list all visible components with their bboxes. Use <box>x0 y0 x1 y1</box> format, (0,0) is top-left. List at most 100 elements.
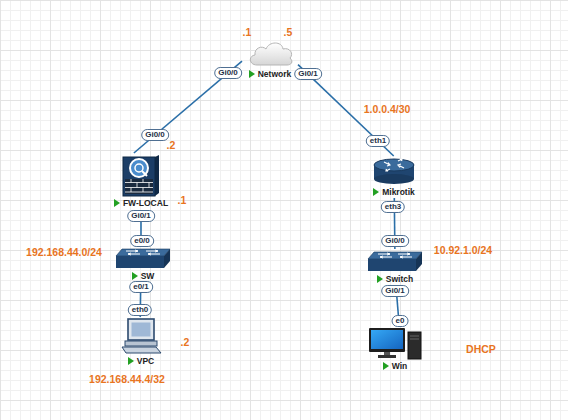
run-indicator <box>128 357 134 365</box>
port-label: eth3 <box>381 201 405 213</box>
network-device: Switch <box>360 249 430 285</box>
router-arrow <box>398 164 404 168</box>
device-icon <box>114 246 172 270</box>
ip-annotation: .2 <box>181 336 190 348</box>
device-caption: Network <box>249 68 292 80</box>
firewall-body <box>123 157 155 196</box>
ip-annotation: .1 <box>243 26 252 38</box>
port-label: Gi0/0 <box>141 129 169 141</box>
port-label: e0/1 <box>129 281 153 293</box>
switch-arrow <box>398 253 410 255</box>
node-label: FW-LOCAL <box>123 197 168 209</box>
firewall-side <box>155 155 159 196</box>
router-arrow <box>384 162 390 166</box>
run-indicator <box>377 275 383 283</box>
switch-top <box>116 249 170 256</box>
device-icon <box>119 317 163 355</box>
monitor-frame <box>369 328 405 352</box>
switch-arrow <box>128 253 140 255</box>
firewall-core <box>135 164 143 172</box>
device-icon <box>371 156 417 186</box>
switch-front <box>368 259 416 271</box>
port-label: Gi0/0 <box>381 235 409 247</box>
ip-annotation: 192.168.44.4/32 <box>89 373 165 385</box>
network-device: FW-LOCAL <box>106 153 176 210</box>
node-label: Win <box>392 360 408 372</box>
monitor-base <box>378 355 396 358</box>
device-icon <box>366 249 424 273</box>
node-label: Switch <box>386 273 413 285</box>
ip-annotation: DHCP <box>466 343 496 355</box>
ip-annotation: 1.0.0.4/30 <box>364 103 411 115</box>
brick-line <box>143 179 144 183</box>
run-indicator <box>114 199 120 207</box>
switch-arrow <box>126 250 138 252</box>
port-label: e0/0 <box>130 235 154 247</box>
switch-arrow <box>400 256 412 258</box>
port-label: eth0 <box>128 304 152 316</box>
brick-line <box>143 188 144 193</box>
port-label: Gi0/1 <box>381 285 409 297</box>
port-label: Gi0/1 <box>127 210 155 222</box>
device-caption: Switch <box>377 273 413 285</box>
router-top <box>374 159 414 171</box>
run-indicator <box>132 272 138 280</box>
device-icon <box>245 38 295 68</box>
brick-line <box>131 188 132 193</box>
network-device: Win <box>365 326 425 372</box>
network-link <box>134 61 242 153</box>
router-arrow <box>386 169 390 171</box>
monitor-screen <box>371 330 403 349</box>
tower-detail <box>410 339 419 340</box>
switch-top <box>368 252 422 259</box>
ip-annotation: .1 <box>178 194 187 206</box>
firewall-bricks <box>125 179 153 194</box>
pc-keyboard <box>122 347 161 353</box>
firewall-handle <box>142 171 147 176</box>
node-label: Network <box>258 68 292 80</box>
brick-line <box>137 183 138 188</box>
port-label: e0 <box>392 315 409 327</box>
run-indicator <box>373 188 379 196</box>
switch-arrow <box>378 253 390 255</box>
network-device: SW <box>108 246 178 282</box>
ip-annotation: 192.168.44.0/24 <box>26 246 102 258</box>
device-caption: VPC <box>128 355 154 367</box>
router-base <box>374 174 414 184</box>
pc-tower <box>408 332 421 359</box>
switch-arrow <box>146 250 158 252</box>
device-caption: Win <box>383 360 408 372</box>
device-icon <box>121 153 161 197</box>
network-device: Mikrotik <box>359 156 429 198</box>
switch-arrow <box>148 253 160 255</box>
router-arrow <box>398 159 402 161</box>
tower-detail <box>410 336 419 337</box>
port-label: Gi0/1 <box>294 68 322 80</box>
monitor-frame <box>128 319 154 340</box>
network-device: Network <box>242 38 298 83</box>
switch-front <box>116 256 164 268</box>
brick-line <box>125 192 153 193</box>
device-caption: FW-LOCAL <box>114 197 168 209</box>
ip-annotation: .5 <box>284 26 293 38</box>
ip-annotation: 10.92.1.0/24 <box>434 244 492 256</box>
node-label: Mikrotik <box>382 186 415 198</box>
device-caption: Mikrotik <box>373 186 415 198</box>
switch-side <box>416 252 422 271</box>
port-label: eth1 <box>366 135 390 147</box>
brick-line <box>131 179 132 183</box>
network-device: VPC <box>106 317 176 368</box>
run-indicator <box>383 362 389 370</box>
brick-line <box>149 183 150 188</box>
device-icon <box>366 326 424 360</box>
switch-arrow <box>380 256 392 258</box>
ip-annotation: .2 <box>167 139 176 151</box>
monitor-screen <box>132 323 151 337</box>
run-indicator <box>249 70 255 78</box>
cloud-shape <box>250 43 292 65</box>
switch-side <box>164 249 170 268</box>
firewall-ring <box>130 159 148 177</box>
node-label: VPC <box>137 355 154 367</box>
port-label: Gi0/0 <box>214 67 242 79</box>
